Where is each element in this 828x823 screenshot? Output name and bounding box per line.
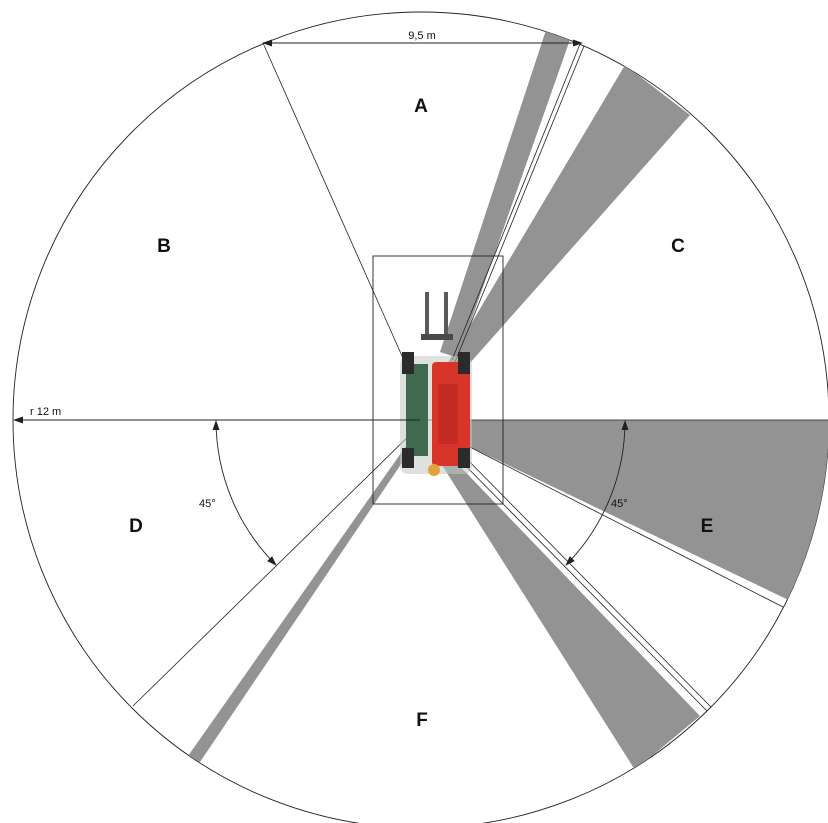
machine-icon: [400, 292, 472, 476]
boundary-lines: [132, 42, 828, 713]
zone-label-f: F: [416, 710, 428, 731]
zone-label-b: B: [157, 236, 171, 257]
blind-spot-bottom-left: [188, 446, 412, 762]
blind-spot-top-narrow: [440, 30, 572, 358]
width-label: 9,5 m: [408, 30, 436, 42]
angle-arc-left: [212, 420, 277, 566]
zone-label-e: E: [701, 516, 714, 537]
zone-label-c: C: [671, 236, 685, 257]
angle-right-label: 45°: [611, 498, 628, 510]
angle-arc-right: [565, 420, 629, 566]
zone-label-a: A: [414, 96, 428, 117]
zone-label-d: D: [129, 516, 143, 537]
blind-spot-bottom-right: [440, 458, 700, 770]
blind-spot-top-right: [446, 65, 690, 372]
angle-left-label: 45°: [199, 498, 216, 510]
blind-spot-wedges: [188, 30, 828, 770]
radius-label: r 12 m: [30, 406, 61, 418]
machine-outline: [372, 255, 504, 505]
blind-spot-right: [460, 420, 828, 620]
